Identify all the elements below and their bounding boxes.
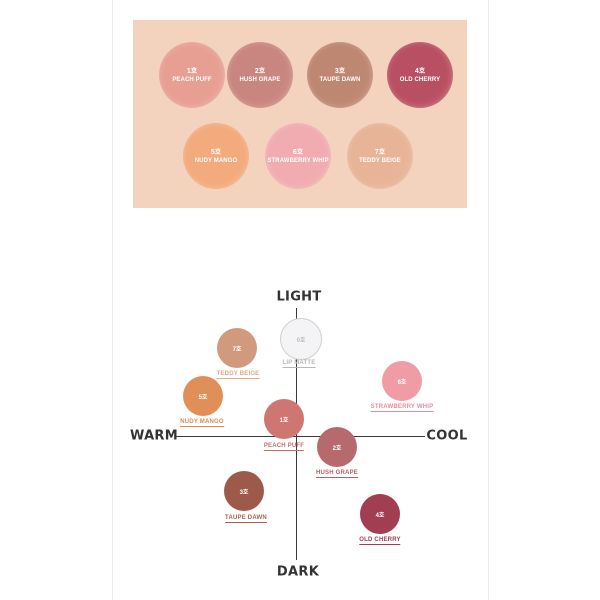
chart-label-taupe-dawn: TAUPE DAWN: [225, 515, 267, 523]
swatch-name: OLD CHERRY: [399, 76, 441, 83]
chart-label-peach-puff: PEACH PUFF: [263, 443, 305, 451]
chart-swatch-taupe-dawn: 3호: [224, 471, 264, 511]
swatch-name: STRAWBERRY WHIP: [267, 157, 329, 164]
panel-swatch-strawberry-whip: 6호 STRAWBERRY WHIP: [265, 123, 331, 189]
chart-label-teddy-beige: TEDDY BEIGE: [216, 371, 260, 379]
swatch-number: 7호: [374, 148, 386, 156]
swatch-panel: 1호 PEACH PUFF 2호 HUSH GRAPE 3호 TAUPE DAW…: [133, 20, 467, 208]
swatch-name: NUDY MANGO: [194, 157, 238, 164]
panel-swatch-teddy-beige: 7호 TEDDY BEIGE: [347, 123, 413, 189]
swatch-number: 6호: [397, 379, 407, 386]
axis-label-cool: COOL: [426, 428, 468, 444]
panel-swatch-peach-puff: 1호 PEACH PUFF: [159, 42, 225, 108]
swatch-name: HUSH GRAPE: [239, 76, 281, 83]
swatch-number: 1호: [186, 67, 198, 75]
swatch-name: TAUPE DAWN: [319, 76, 361, 83]
axis-label-dark: DARK: [276, 564, 320, 580]
swatch-name: TEDDY BEIGE: [359, 157, 401, 164]
chart-swatch-nudy-mango: 5호: [183, 376, 223, 416]
swatch-number: 4호: [375, 512, 385, 519]
panel-swatch-hush-grape: 2호 HUSH GRAPE: [227, 42, 293, 108]
axis-label-warm: WARM: [130, 428, 178, 444]
swatch-number: 2호: [332, 445, 342, 452]
axis-label-light: LIGHT: [276, 289, 322, 305]
chart-label-old-cherry: OLD CHERRY: [359, 537, 401, 545]
panel-swatch-taupe-dawn: 3호 TAUPE DAWN: [307, 42, 373, 108]
chart-swatch-peach-puff: 1호: [264, 399, 304, 439]
chart-swatch-strawberry-whip: 6호: [382, 361, 422, 401]
chart-label-hush-grape: HUSH GRAPE: [315, 470, 359, 478]
swatch-number: 4호: [414, 67, 426, 75]
swatch-number: 3호: [334, 67, 346, 75]
horizontal-axis: [175, 436, 425, 437]
panel-swatch-old-cherry: 4호 OLD CHERRY: [387, 42, 453, 108]
chart-label-lip-matte: LIP MATTE: [282, 360, 316, 368]
page-border-right: [488, 0, 489, 600]
panel-swatch-nudy-mango: 5호 NUDY MANGO: [183, 123, 249, 189]
swatch-number: 1호: [279, 417, 289, 424]
chart-swatch-teddy-beige: 7호: [217, 328, 257, 368]
chart-swatch-lip-matte: 0호: [280, 318, 322, 360]
page-border-left: [112, 0, 113, 600]
chart-swatch-hush-grape: 2호: [317, 427, 357, 467]
swatch-number: 0호: [296, 337, 306, 344]
swatch-number: 5호: [210, 148, 222, 156]
swatch-number: 6호: [292, 148, 304, 156]
swatch-number: 7호: [232, 346, 242, 353]
swatch-number: 5호: [198, 394, 208, 401]
chart-label-strawberry-whip: STRAWBERRY WHIP: [370, 404, 434, 412]
swatch-number: 3호: [239, 489, 249, 496]
swatch-number: 2호: [254, 67, 266, 75]
swatch-name: PEACH PUFF: [172, 76, 212, 83]
chart-swatch-old-cherry: 4호: [360, 494, 400, 534]
chart-label-nudy-mango: NUDY MANGO: [180, 419, 224, 427]
